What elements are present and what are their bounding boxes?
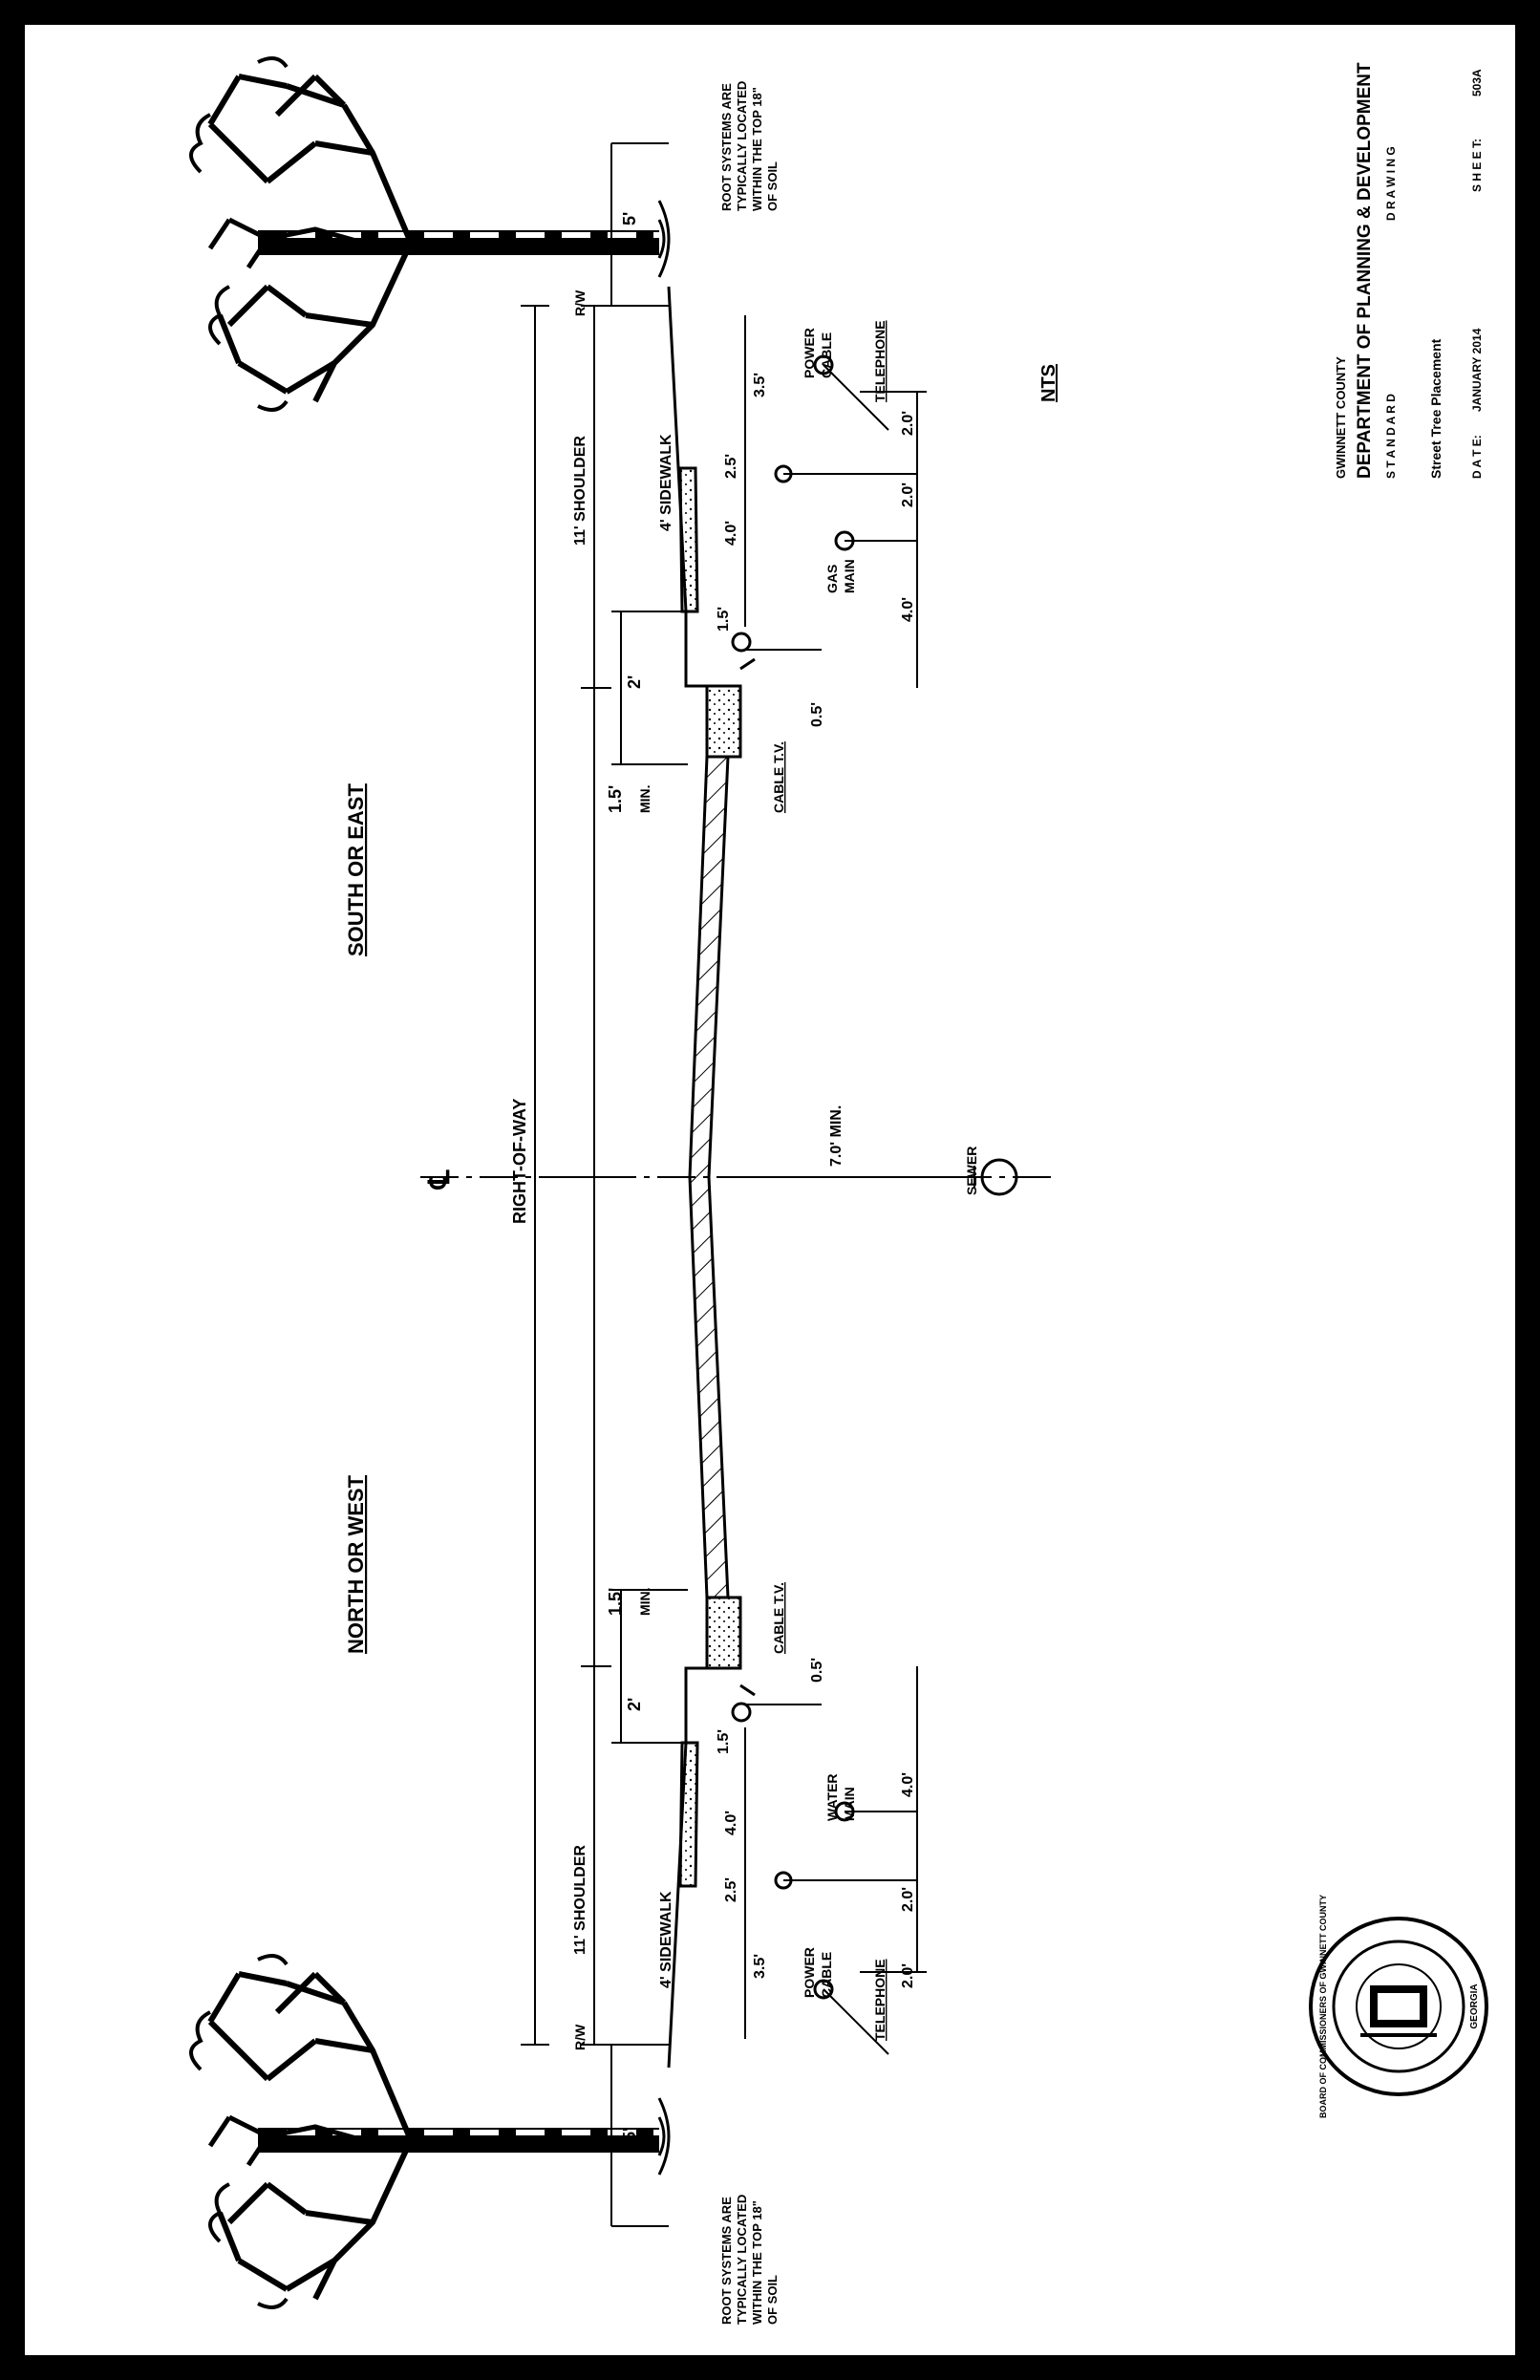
nts-label: NTS (1038, 364, 1059, 402)
shoulder-label-south: 11' SHOULDER (572, 436, 588, 546)
roots-note-south-2: TYPICALLY LOCATED (735, 81, 749, 211)
title-department: DEPARTMENT OF PLANNING & DEVELOPMENT (1355, 62, 1375, 479)
heading-south-or-east: SOUTH OR EAST (344, 783, 368, 956)
dim-3-5-north: 3.5' (752, 1954, 768, 1979)
cable-tv-south-symbol (731, 632, 752, 653)
title-sheet-label: S H E E T: (1470, 139, 1484, 192)
cable-tv-north-symbol (731, 1702, 752, 1723)
dim-4-0-south-lower: 4.0' (900, 597, 916, 622)
min-label-north: MIN. (637, 1587, 652, 1616)
sewer-depth-label: 7.0' MIN. (828, 1105, 845, 1167)
title-county: GWINNETT COUNTY (1334, 356, 1348, 479)
dim-2-south: 2' (625, 675, 644, 689)
dim-0-5-north: 0.5' (809, 1658, 825, 1683)
dim-5-north: 5' (620, 2128, 639, 2141)
title-date: JANUARY 2014 (1470, 328, 1484, 412)
dim-1-5-small-north: 1.5' (716, 1729, 732, 1754)
roots-note-south-4: OF SOIL (765, 161, 780, 211)
seal-text-bottom: GEORGIA (1469, 1983, 1480, 2028)
dim-1-5-small-south: 1.5' (716, 607, 732, 632)
gas-main-label-1: GAS (824, 565, 840, 593)
tree-south-illustration (189, 56, 671, 412)
power-cable-label-south-1: POWER (802, 328, 817, 378)
dim-0-5-south: 0.5' (809, 702, 825, 727)
water-main-label-2: MAIN (842, 1787, 857, 1821)
rw-label-south: R/W (572, 289, 588, 316)
dim-2-north: 2' (625, 1698, 644, 1711)
dim-2-0-north-2: 2.0' (900, 1887, 916, 1912)
sidewalk-north (678, 1741, 699, 1888)
dim-1-5-south: 1.5' (606, 785, 625, 813)
heading-north-or-west: NORTH OR WEST (344, 1474, 368, 1654)
sheet-border (25, 25, 1515, 2355)
sidewalk-label-south: 4' SIDEWALK (658, 434, 674, 531)
roots-note-north-4: OF SOIL (765, 2275, 780, 2325)
road-profile (420, 286, 1051, 2069)
power-cable-label-north-2: CABLE (819, 1952, 834, 1998)
centerline-symbol: ℄ (424, 1169, 456, 1190)
title-date-label: D A T E: (1470, 435, 1484, 479)
roots-note-north-1: ROOT SYSTEMS ARE (719, 2197, 734, 2325)
title-standard: S T A N D A R D (1384, 394, 1398, 479)
roots-note-north-3: WITHIN THE TOP 18" (750, 2200, 764, 2325)
dim-4-0-north-upper: 4.0' (723, 1811, 739, 1835)
sidewalk-label-north: 4' SIDEWALK (658, 1891, 674, 1988)
dim-2-5-south: 2.5' (723, 454, 739, 479)
utilities (726, 315, 1018, 2055)
seal-text-top: BOARD OF COMMISSIONERS OF GWINNETT COUNT… (1318, 1895, 1328, 2118)
curb-south (705, 684, 742, 759)
cable-tv-label-north: CABLE T.V. (771, 1582, 786, 1654)
telephone-south-symbol (813, 354, 834, 375)
dim-2-0-north-1: 2.0' (900, 1963, 916, 1988)
roots-note-south-1: ROOT SYSTEMS ARE (719, 83, 734, 211)
rw-label-north: R/W (572, 2024, 588, 2050)
title-drawing: D R A W I N G (1384, 146, 1398, 221)
power-cable-label-south-2: CABLE (819, 332, 834, 378)
sewer-label: SEWER (964, 1147, 979, 1195)
dim-4-0-south-upper: 4.0' (723, 521, 739, 546)
dim-5-south: 5' (620, 212, 639, 225)
water-main-label-1: WATER (824, 1773, 840, 1821)
dim-2-0-south-2: 2.0' (900, 482, 916, 507)
power-cable-label-north-1: POWER (802, 1947, 817, 1998)
tree-north-illustration (189, 1954, 671, 2309)
shoulder-label-north: 11' SHOULDER (572, 1845, 588, 1955)
roots-note-north-2: TYPICALLY LOCATED (735, 2195, 749, 2325)
sewer-symbol (980, 1158, 1018, 1196)
dim-3-5-south: 3.5' (752, 373, 768, 397)
title-sheet-number: 503A (1470, 69, 1484, 96)
sidewalk-south (678, 466, 699, 613)
right-of-way-dimension (521, 142, 688, 2227)
dim-4-0-north-lower: 4.0' (900, 1772, 916, 1797)
telephone-north-symbol (813, 1979, 834, 2000)
telephone-label-north: TELEPHONE (872, 1959, 888, 2041)
shoulder-north (667, 1666, 707, 2069)
dim-2-5-north: 2.5' (723, 1877, 739, 1902)
dim-1-5-north: 1.5' (606, 1588, 625, 1616)
title-street-tree: Street Tree Placement (1428, 338, 1444, 479)
cable-tv-label-south: CABLE T.V. (771, 741, 786, 813)
right-of-way-label: RIGHT-OF-WAY (510, 1099, 529, 1224)
curb-north (705, 1596, 742, 1670)
shoulder-south (667, 286, 707, 688)
gas-main-label-2: MAIN (842, 559, 857, 593)
roots-note-south-3: WITHIN THE TOP 18" (750, 87, 764, 211)
dim-2-0-south-1: 2.0' (900, 411, 916, 436)
telephone-label-south: TELEPHONE (872, 320, 888, 402)
county-seal: BOARD OF COMMISSIONERS OF GWINNETT COUNT… (1309, 1895, 1488, 2118)
min-label-south: MIN. (637, 784, 652, 813)
